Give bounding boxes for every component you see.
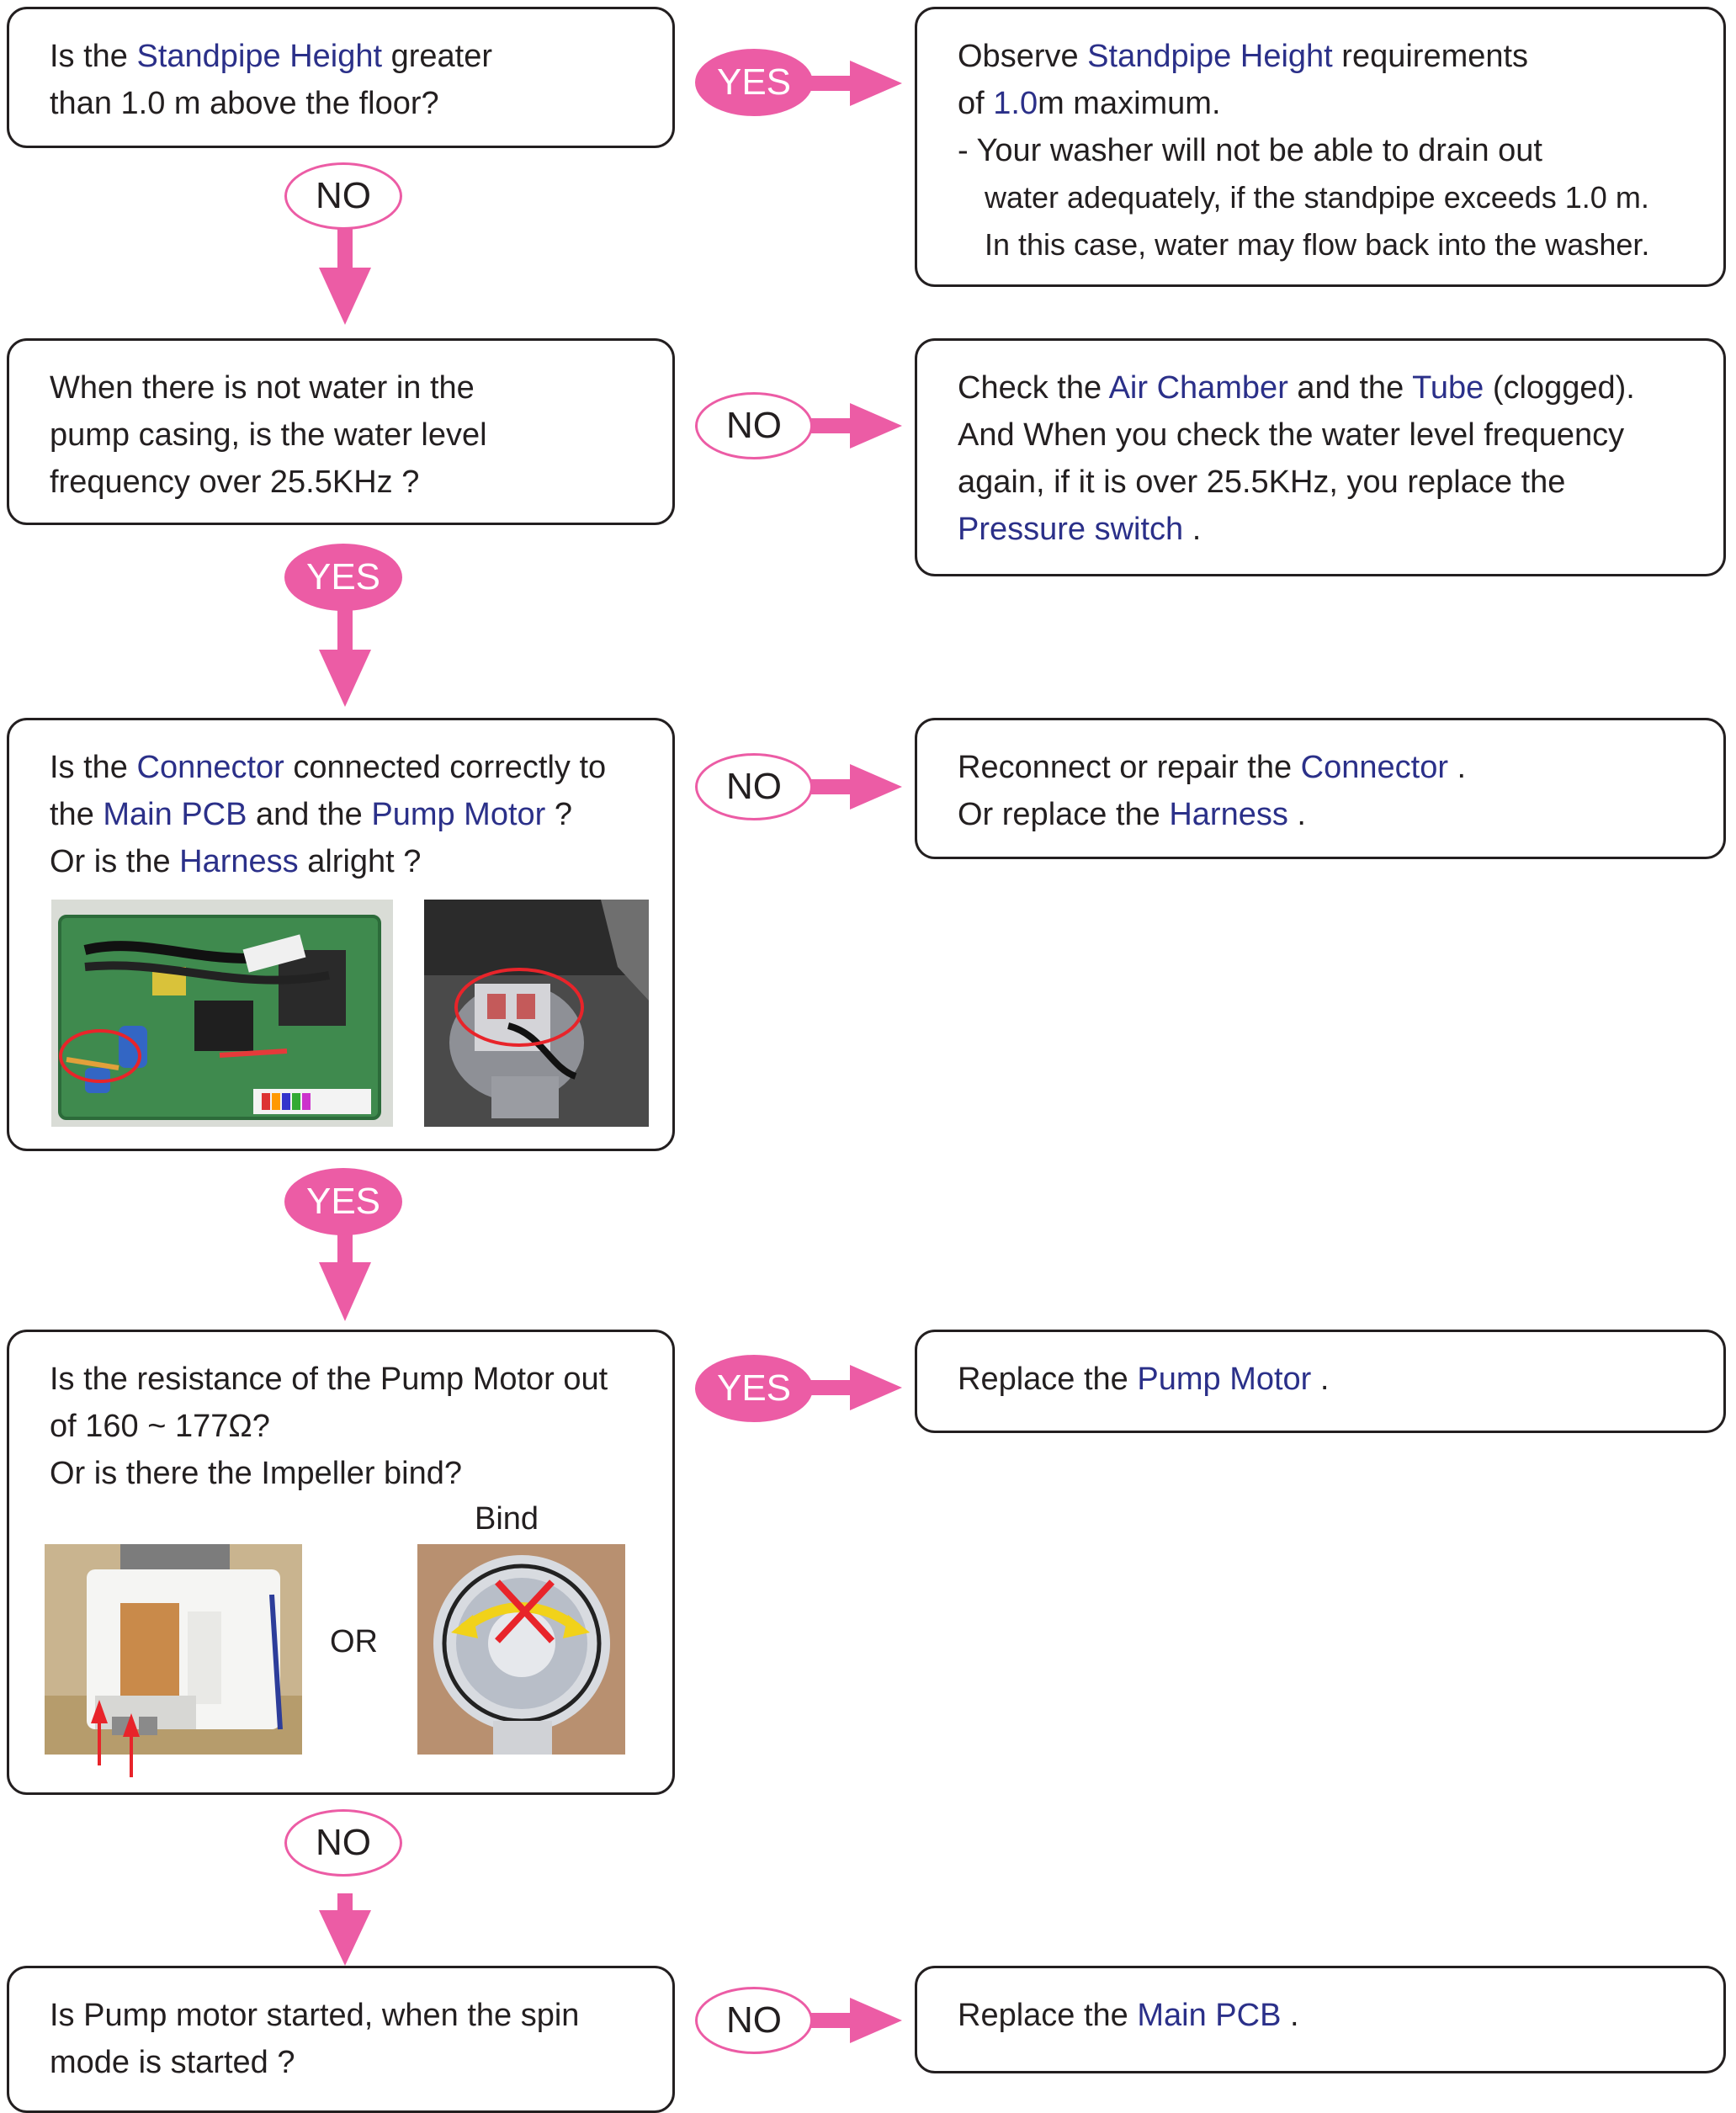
q3-highlight: Pump Motor bbox=[371, 797, 546, 832]
answer-box-standpipe: Observe Standpipe Height requirements of… bbox=[915, 7, 1726, 287]
a4-text: . bbox=[1311, 1362, 1330, 1397]
arrow-q3-no bbox=[808, 764, 902, 810]
a1-line3: - Your washer will not be able to drain … bbox=[958, 133, 1542, 168]
badge-no: NO bbox=[695, 1987, 813, 2054]
answer-box-air-chamber: Check the Air Chamber and the Tube (clog… bbox=[915, 338, 1726, 576]
a1-text: of bbox=[958, 86, 994, 121]
a2-highlight: Air Chamber bbox=[1108, 370, 1288, 406]
q2-line2: pump casing, is the water level bbox=[50, 417, 487, 453]
q3-highlight: Main PCB bbox=[103, 797, 247, 832]
a2-text: . bbox=[1183, 512, 1202, 547]
badge-no: NO bbox=[284, 1809, 402, 1877]
a2-text: Check the bbox=[958, 370, 1109, 406]
q4-line3: Or is there the Impeller bind? bbox=[50, 1456, 463, 1491]
q3-text: ? bbox=[545, 797, 573, 832]
or-label: OR bbox=[330, 1624, 378, 1659]
bind-label: Bind bbox=[475, 1501, 539, 1537]
a4-highlight: Pump Motor bbox=[1137, 1362, 1312, 1397]
a4-text: Replace the bbox=[958, 1362, 1138, 1397]
answer-box-replace-pump-motor: Replace the Pump Motor . bbox=[915, 1330, 1726, 1433]
q3-highlight: Harness bbox=[179, 844, 299, 879]
badge-no: NO bbox=[284, 162, 402, 230]
q1-line2: than 1.0 m above the floor? bbox=[50, 86, 439, 121]
arrow-q2-no bbox=[808, 403, 902, 449]
answer-box-connector: Reconnect or repair the Connector . Or r… bbox=[915, 718, 1726, 859]
q3-text: connected correctly to bbox=[284, 750, 607, 785]
arrow-q1-yes bbox=[808, 61, 902, 106]
a1-highlight: 1.0 bbox=[993, 86, 1038, 121]
q3-highlight: Connector bbox=[136, 750, 284, 785]
arrow-q5-no bbox=[808, 1998, 902, 2043]
arrow-q3-yes bbox=[319, 1229, 371, 1321]
q3-text: and the bbox=[247, 797, 372, 832]
question-box-standpipe: Is the Standpipe Height greater than 1.0… bbox=[7, 7, 675, 148]
question-box-water-level: When there is not water in the pump casi… bbox=[7, 338, 675, 525]
badge-yes: YES bbox=[695, 49, 813, 116]
q4-line1: Is the resistance of the Pump Motor out bbox=[50, 1362, 608, 1397]
question-box-pump-motor-resistance: Is the resistance of the Pump Motor out … bbox=[7, 1330, 675, 1795]
q4-line2: of 160 ~ 177Ω? bbox=[50, 1409, 270, 1444]
arrow-q4-yes bbox=[808, 1365, 902, 1410]
badge-no: NO bbox=[695, 753, 813, 820]
pump-motor-connector-photo bbox=[424, 900, 649, 1127]
a3-text: Reconnect or repair the bbox=[958, 750, 1301, 785]
a3-text: Or replace the bbox=[958, 797, 1170, 832]
q3-text: Is the bbox=[50, 750, 137, 785]
q1-text: greater bbox=[382, 39, 493, 74]
badge-yes: YES bbox=[284, 1168, 402, 1235]
a2-line2: And When you check the water level frequ… bbox=[958, 417, 1625, 453]
question-box-connector: Is the Connector connected correctly to … bbox=[7, 718, 675, 1151]
q1-highlight: Standpipe Height bbox=[136, 39, 383, 74]
a2-text: (clogged). bbox=[1484, 370, 1635, 406]
a3-highlight: Harness bbox=[1169, 797, 1288, 832]
q2-line3: frequency over 25.5KHz ? bbox=[50, 465, 420, 500]
a3-highlight: Connector bbox=[1300, 750, 1448, 785]
badge-no: NO bbox=[695, 392, 813, 459]
q3-text: alright ? bbox=[298, 844, 422, 879]
a2-text: and the bbox=[1287, 370, 1413, 406]
q5-line2: mode is started ? bbox=[50, 2045, 295, 2080]
pump-motor-terminals-photo bbox=[45, 1544, 302, 1755]
main-pcb-photo bbox=[51, 900, 393, 1127]
arrow-q4-no bbox=[319, 1893, 371, 1966]
impeller-bind-photo bbox=[417, 1544, 625, 1755]
a5-text: Replace the bbox=[958, 1998, 1138, 2033]
question-box-pump-started: Is Pump motor started, when the spin mod… bbox=[7, 1966, 675, 2113]
q2-line1: When there is not water in the bbox=[50, 370, 475, 406]
a5-highlight: Main PCB bbox=[1137, 1998, 1282, 2033]
a1-line5: In this case, water may flow back into t… bbox=[985, 227, 1650, 262]
a3-text: . bbox=[1448, 750, 1467, 785]
a2-highlight: Tube bbox=[1412, 370, 1484, 406]
badge-yes: YES bbox=[284, 544, 402, 611]
a1-text: requirements bbox=[1332, 39, 1529, 74]
badge-yes: YES bbox=[695, 1355, 813, 1422]
q3-text: the bbox=[50, 797, 104, 832]
a1-highlight: Standpipe Height bbox=[1087, 39, 1333, 74]
arrow-q1-no bbox=[319, 227, 371, 325]
arrow-q2-yes bbox=[319, 606, 371, 707]
q5-line1: Is Pump motor started, when the spin bbox=[50, 1998, 580, 2033]
a1-line4: water adequately, if the standpipe excee… bbox=[985, 180, 1649, 215]
a2-highlight: Pressure switch bbox=[958, 512, 1184, 547]
a1-text: m maximum. bbox=[1038, 86, 1221, 121]
a1-text: Observe bbox=[958, 39, 1088, 74]
answer-box-replace-main-pcb: Replace the Main PCB . bbox=[915, 1966, 1726, 2073]
a5-text: . bbox=[1281, 1998, 1299, 2033]
a3-text: . bbox=[1287, 797, 1306, 832]
q3-text: Or is the bbox=[50, 844, 180, 879]
q1-text: Is the bbox=[50, 39, 137, 74]
a2-line3: again, if it is over 25.5KHz, you replac… bbox=[958, 465, 1566, 500]
